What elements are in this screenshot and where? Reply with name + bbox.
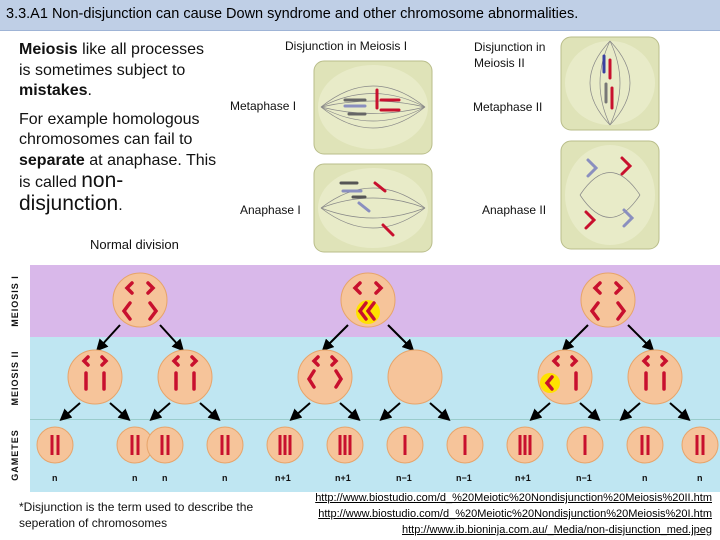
intro-p1-end: . (87, 82, 92, 99)
side-label-meiosis-1: MEIOSIS I (0, 265, 30, 337)
highlight-nd-meiosis-2 (540, 373, 560, 393)
meiosis-1-cells (95, 272, 655, 352)
footnote: *Disjunction is the term used to describ… (19, 500, 254, 530)
intro-p2-mid: at anaphase. This is called (19, 151, 217, 192)
side-text-meiosis-2: MEIOSIS II (10, 350, 20, 406)
nondisjunction-diagram (36, 272, 719, 464)
intro-bold-mistakes: mistakes (19, 82, 88, 99)
intro-paragraph-2: For example homologous chromosomes can f… (19, 110, 219, 217)
label-metaphase-1: Metaphase I (230, 99, 297, 113)
label-disjunction-meiosis-1: Disjunction in Meiosis I (285, 39, 408, 53)
gamete-label-1: n (52, 473, 58, 483)
side-label-meiosis-2: MEIOSIS II (0, 337, 30, 419)
label-metaphase-2: Metaphase II (473, 100, 543, 114)
intro-p2-text: For example homologous chromosomes can f… (19, 110, 200, 149)
slide-title: 3.3.A1 Non-disjunction can cause Down sy… (6, 6, 579, 22)
gamete-label-5: n+1 (275, 473, 291, 483)
intro-text: Meiosis like all processes is sometimes … (19, 40, 219, 224)
side-text-meiosis-1: MEIOSIS I (10, 275, 20, 327)
meiosis-1-cell-nd2 (580, 272, 636, 328)
label-disjunction-meiosis-2: Disjunction in Meiosis II (474, 40, 546, 70)
gamete-label-11: n (642, 473, 648, 483)
intro-p1-text: like all processes is sometimes subject … (19, 41, 204, 79)
intro-bold-separate: separate (19, 151, 85, 169)
intro-p2-end: . (118, 196, 123, 214)
side-label-gametes: GAMETES (0, 419, 30, 491)
meiosis-1-cell-normal (112, 272, 168, 328)
gamete-label-9: n+1 (515, 473, 531, 483)
source-link-3[interactable]: http://www.ib.bioninja.com.au/_Media/non… (401, 524, 712, 536)
intro-non-disjunction: non-disjunction (19, 169, 124, 215)
gamete-label-10: n−1 (576, 473, 592, 483)
gamete-label-4: n (222, 473, 228, 483)
gamete-label-2: n (132, 473, 138, 483)
label-anaphase-2: Anaphase II (482, 203, 547, 217)
anaphase-2-image (560, 140, 660, 250)
gamete-label-7: n−1 (396, 473, 412, 483)
intro-paragraph-1: Meiosis like all processes is sometimes … (19, 40, 219, 102)
gamete-label-8: n−1 (456, 473, 472, 483)
meiosis-2-band (30, 337, 720, 419)
normal-division-label: Normal division (90, 237, 179, 252)
metaphase-2-image (560, 36, 660, 131)
gamete-label-6: n+1 (335, 473, 351, 483)
title-bar (0, 0, 720, 31)
source-link-2[interactable]: http://www.biostudio.com/d_%20Meiotic%20… (318, 508, 712, 520)
gamete-cells (36, 426, 719, 464)
gamete-label-12: n (697, 473, 703, 483)
anaphase-1-image (313, 163, 433, 253)
label-anaphase-1: Anaphase I (240, 203, 301, 217)
meiosis-2-cells (59, 349, 691, 421)
metaphase-1-image (313, 60, 433, 155)
intro-bold-meiosis: Meiosis (19, 41, 78, 58)
source-link-1[interactable]: http://www.biostudio.com/d_%20Meiotic%20… (315, 492, 712, 504)
gamete-label-3: n (162, 473, 168, 483)
side-text-gametes: GAMETES (10, 429, 20, 481)
